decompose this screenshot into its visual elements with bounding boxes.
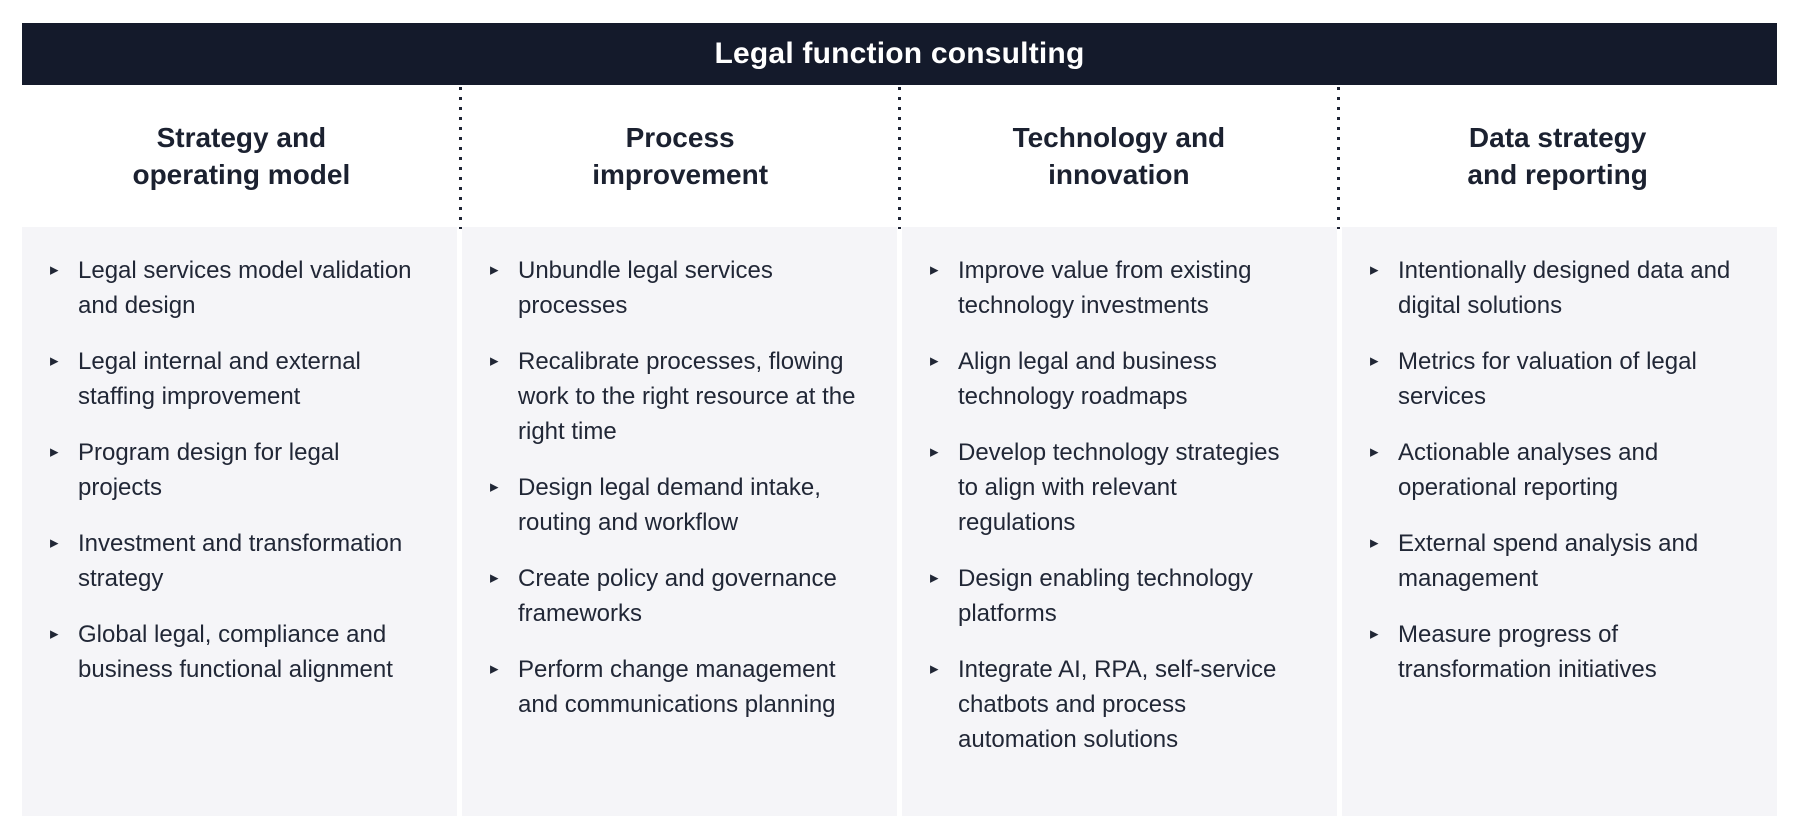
bullet-triangle-icon: ▸ [490, 568, 499, 588]
list-item-text: Recalibrate processes, flowing work to t… [518, 348, 856, 445]
bullet-triangle-icon: ▸ [490, 659, 499, 679]
list-item-text: External spend analysis and management [1398, 530, 1699, 592]
list-item: ▸ Recalibrate processes, flowing work to… [488, 344, 860, 449]
column-header-strategy: Strategy and operating model [22, 85, 461, 227]
bullet-triangle-icon: ▸ [50, 351, 59, 371]
bullet-triangle-icon: ▸ [50, 533, 59, 553]
list-item: ▸ Perform change management and communic… [488, 652, 860, 722]
bullet-triangle-icon: ▸ [930, 351, 939, 371]
list-item-text: Perform change management and communicat… [518, 656, 836, 718]
list-item: ▸ Develop technology strategies to align… [928, 435, 1300, 540]
list-item-text: Investment and transformation strategy [78, 530, 403, 592]
list-item-text: Design enabling technology platforms [958, 565, 1253, 627]
list-item: ▸ Design legal demand intake, routing an… [488, 470, 860, 540]
bullet-triangle-icon: ▸ [490, 260, 499, 280]
list-item: ▸ Global legal, compliance and business … [48, 617, 420, 687]
list-item: ▸ Design enabling technology platforms [928, 561, 1300, 631]
dotted-divider [898, 87, 901, 229]
bullet-triangle-icon: ▸ [930, 568, 939, 588]
column-header-technology: Technology and innovation [900, 85, 1339, 227]
bullet-triangle-icon: ▸ [1370, 533, 1379, 553]
banner-title: Legal function consulting [714, 37, 1085, 70]
banner: Legal function consulting [22, 23, 1777, 85]
column-panel-process: ▸ Unbundle legal services processes ▸ Re… [462, 227, 897, 816]
column-headers-row: Strategy and operating model Process imp… [22, 85, 1777, 229]
list-item-text: Legal internal and external staffing imp… [78, 348, 361, 410]
list-item-text: Program design for legal projects [78, 439, 340, 501]
legal-function-consulting-diagram: Legal function consulting Strategy and o… [22, 23, 1777, 816]
column-header-process: Process improvement [461, 85, 900, 227]
list-item: ▸ Actionable analyses and operational re… [1368, 435, 1740, 505]
bullet-triangle-icon: ▸ [50, 624, 59, 644]
bullet-triangle-icon: ▸ [1370, 624, 1379, 644]
list-item: ▸ Intentionally designed data and digita… [1368, 253, 1740, 323]
list-item: ▸ Legal internal and external staffing i… [48, 344, 420, 414]
list-item: ▸ Improve value from existing technology… [928, 253, 1300, 323]
column-header-label: Data strategy and reporting [1467, 122, 1648, 190]
bullet-triangle-icon: ▸ [50, 260, 59, 280]
dotted-divider [1336, 87, 1340, 229]
column-header-label: Process improvement [592, 122, 769, 190]
list-item-text: Global legal, compliance and business fu… [78, 621, 393, 683]
bullet-triangle-icon: ▸ [930, 260, 939, 280]
list-item-text: Integrate AI, RPA, self-service chatbots… [958, 656, 1277, 753]
column-panel-data: ▸ Intentionally designed data and digita… [1342, 227, 1777, 816]
column-panel-strategy: ▸ Legal services model validation and de… [22, 227, 457, 816]
list-item-text: Legal services model validation and desi… [78, 257, 412, 319]
list-item-text: Measure progress of transformation initi… [1398, 621, 1657, 683]
list-item-text: Metrics for valuation of legal services [1398, 348, 1697, 410]
bullet-triangle-icon: ▸ [1370, 351, 1379, 371]
list-item: ▸ Program design for legal projects [48, 435, 420, 505]
list-item-text: Intentionally designed data and digital … [1398, 257, 1731, 319]
list-item-text: Unbundle legal services processes [518, 257, 773, 319]
bullet-triangle-icon: ▸ [490, 351, 499, 371]
list-item: ▸ Metrics for valuation of legal service… [1368, 344, 1740, 414]
column-header-label: Strategy and operating model [132, 122, 351, 190]
list-item-text: Actionable analyses and operational repo… [1398, 439, 1659, 501]
bullet-triangle-icon: ▸ [1370, 260, 1379, 280]
column-panel-technology: ▸ Improve value from existing technology… [902, 227, 1337, 816]
bullet-triangle-icon: ▸ [930, 659, 939, 679]
bullet-triangle-icon: ▸ [1370, 442, 1379, 462]
column-header-label: Technology and innovation [1012, 122, 1226, 190]
list-item-text: Create policy and governance frameworks [518, 565, 837, 627]
dotted-divider [459, 87, 463, 229]
list-item: ▸ Create policy and governance framework… [488, 561, 860, 631]
bullet-triangle-icon: ▸ [50, 442, 59, 462]
column-header-data: Data strategy and reporting [1338, 85, 1777, 227]
list-item: ▸ Align legal and business technology ro… [928, 344, 1300, 414]
bullet-triangle-icon: ▸ [490, 477, 499, 497]
list-item: ▸ Legal services model validation and de… [48, 253, 420, 323]
list-item-text: Improve value from existing technology i… [958, 257, 1252, 319]
list-item: ▸ Investment and transformation strategy [48, 526, 420, 596]
list-item: ▸ Integrate AI, RPA, self-service chatbo… [928, 652, 1300, 757]
list-item: ▸ Measure progress of transformation ini… [1368, 617, 1740, 687]
list-item-text: Design legal demand intake, routing and … [518, 474, 821, 536]
bullet-triangle-icon: ▸ [930, 442, 939, 462]
panels-row: ▸ Legal services model validation and de… [22, 227, 1777, 816]
list-item: ▸ Unbundle legal services processes [488, 253, 860, 323]
list-item: ▸ External spend analysis and management [1368, 526, 1740, 596]
list-item-text: Align legal and business technology road… [958, 348, 1217, 410]
list-item-text: Develop technology strategies to align w… [958, 439, 1280, 536]
